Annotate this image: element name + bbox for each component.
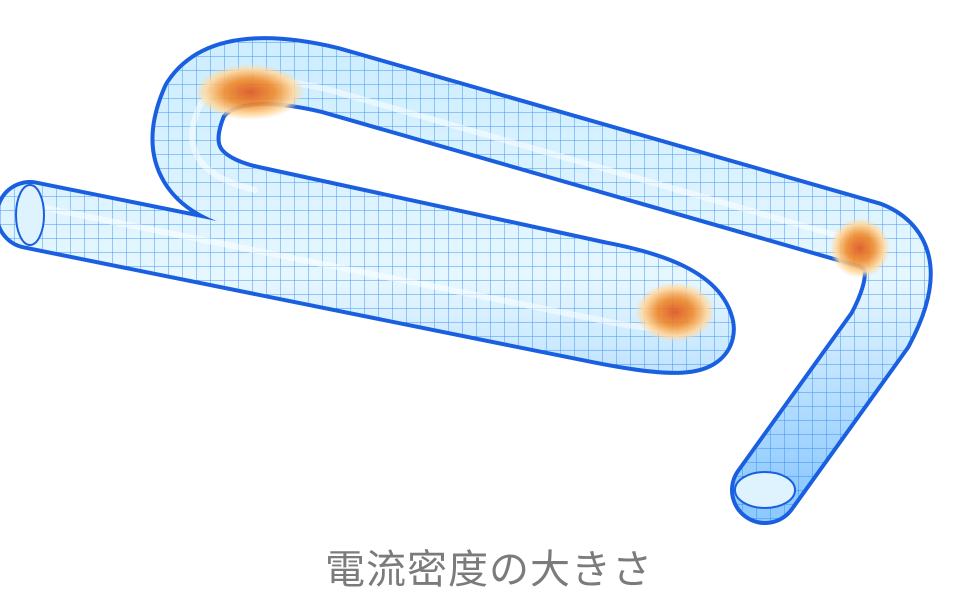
high-density-regions — [195, 64, 890, 342]
wire-end-bottom — [734, 471, 796, 509]
figure-caption: 電流密度の大きさ — [325, 547, 653, 593]
wire-end-left — [15, 184, 45, 246]
current-density-figure — [0, 36, 933, 525]
hot-spot-top-bend — [195, 64, 305, 120]
wire-ends — [15, 184, 796, 509]
hot-spot-right-bend — [830, 218, 890, 278]
wire-tube — [0, 36, 933, 525]
hot-spot-lower-bend — [635, 282, 715, 342]
